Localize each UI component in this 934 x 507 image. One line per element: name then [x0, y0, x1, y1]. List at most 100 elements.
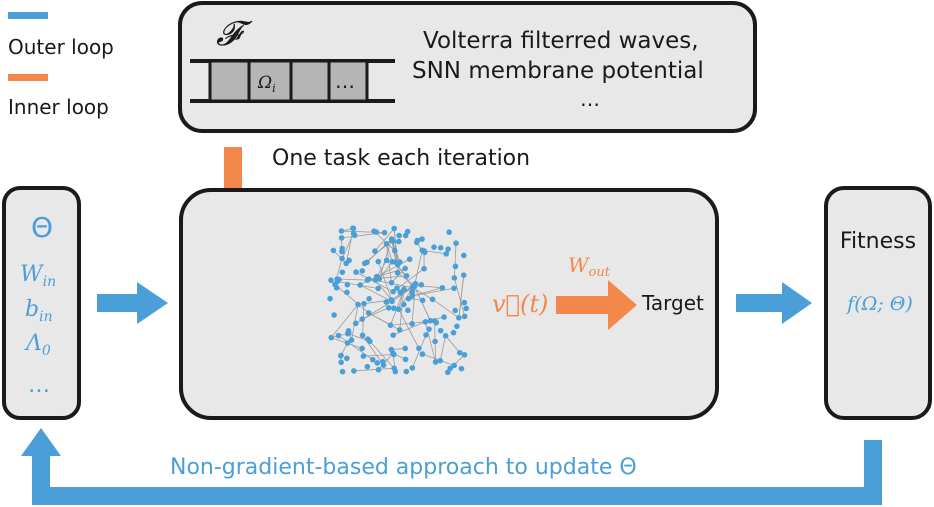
- task-line-1: Volterra filterred waves,: [423, 28, 699, 54]
- network-node: [352, 320, 359, 327]
- network-node: [456, 314, 462, 321]
- reservoir-box: v⃗(t) Wout Target: [179, 188, 719, 420]
- network-node: [339, 255, 345, 262]
- network-node: [437, 245, 444, 251]
- network-node: [413, 239, 420, 246]
- network-edge: [376, 260, 388, 277]
- parameters-box: Θ Win bin Λ0 …: [2, 186, 81, 420]
- network-node: [388, 279, 395, 286]
- w-in-label: Win: [20, 262, 56, 290]
- network-edge: [445, 335, 461, 354]
- network-node: [328, 334, 334, 341]
- network-node: [431, 244, 437, 250]
- network-edge: [374, 228, 395, 252]
- network-node: [419, 351, 426, 357]
- network-node: [353, 269, 359, 275]
- task-box: 𝓕 Ωi … Volterra filterred waves, SNN mem…: [178, 1, 757, 133]
- network-edge: [374, 279, 392, 301]
- task-line-2: SNN membrane potential: [412, 58, 704, 84]
- network-node: [402, 265, 408, 272]
- network-node: [451, 285, 457, 292]
- w-out-label: Wout: [568, 253, 611, 280]
- network-node: [366, 296, 372, 302]
- network-edge: [393, 321, 426, 336]
- network-node: [419, 297, 426, 304]
- network-node: [330, 247, 337, 254]
- network-node: [365, 310, 372, 316]
- network-node: [395, 306, 402, 313]
- network-node: [409, 293, 416, 299]
- network-edge: [412, 287, 433, 300]
- network-node: [331, 312, 337, 318]
- network-node: [463, 305, 469, 312]
- network-node: [445, 369, 451, 376]
- network-edge: [453, 277, 466, 317]
- lambda0-label: Λ0: [24, 331, 51, 359]
- network-node: [344, 340, 351, 346]
- network-node: [429, 296, 436, 303]
- network-edge: [397, 272, 415, 286]
- params-ellipsis: …: [28, 373, 50, 398]
- inner-loop-label: Inner loop: [8, 95, 109, 119]
- network-node: [418, 281, 425, 288]
- reservoir-network: [327, 225, 469, 376]
- network-node: [361, 260, 368, 267]
- network-edge: [338, 335, 373, 360]
- network-node: [395, 238, 402, 245]
- network-node: [461, 313, 468, 320]
- network-node: [452, 263, 459, 270]
- network-node: [383, 257, 390, 264]
- network-node: [361, 300, 367, 307]
- network-edge: [368, 312, 391, 326]
- network-node: [451, 362, 457, 369]
- network-edge: [376, 258, 410, 278]
- network-node: [390, 350, 396, 357]
- fitness-box-frame: [824, 186, 932, 420]
- reservoir-to-fitness-arrow: [736, 282, 812, 324]
- network-edge: [359, 284, 393, 302]
- network-node: [401, 301, 407, 308]
- network-node: [394, 269, 401, 276]
- network-edge: [363, 354, 394, 357]
- network-edge: [412, 287, 443, 297]
- queue-cell-3: [289, 59, 331, 103]
- network-node: [344, 289, 350, 296]
- network-node: [397, 289, 404, 296]
- network-node: [338, 235, 345, 241]
- network-node: [427, 317, 434, 324]
- network-node: [387, 322, 394, 329]
- network-node: [461, 351, 468, 358]
- network-node: [383, 299, 390, 305]
- queue-cell-ellipsis: [327, 59, 369, 103]
- network-node: [437, 357, 444, 364]
- network-node: [423, 332, 429, 338]
- network-node: [454, 323, 460, 330]
- network-node: [396, 327, 403, 333]
- network-edge: [399, 289, 405, 330]
- network-node: [461, 299, 468, 306]
- network-edge: [453, 243, 457, 278]
- network-node: [402, 356, 409, 363]
- inner-loop-swatch: [8, 74, 48, 81]
- network-node: [412, 280, 419, 287]
- network-edge: [414, 286, 431, 321]
- legend: Outer loop Inner loop: [8, 12, 114, 119]
- network-edge: [367, 338, 395, 369]
- network-node: [372, 248, 378, 254]
- task-queue: Ωi …: [190, 59, 395, 103]
- network-node: [365, 276, 372, 282]
- network-node: [395, 261, 401, 268]
- network-node: [460, 272, 467, 278]
- network-node: [403, 368, 410, 375]
- network-node: [350, 225, 357, 232]
- network-node: [451, 275, 458, 281]
- network-node: [446, 229, 452, 235]
- network-edge: [330, 304, 359, 338]
- network-node: [332, 281, 338, 288]
- network-node: [327, 295, 333, 302]
- network-edge: [378, 261, 393, 280]
- network-node: [375, 285, 381, 292]
- network-node: [402, 232, 409, 239]
- network-node: [365, 336, 371, 342]
- network-edge: [386, 243, 392, 283]
